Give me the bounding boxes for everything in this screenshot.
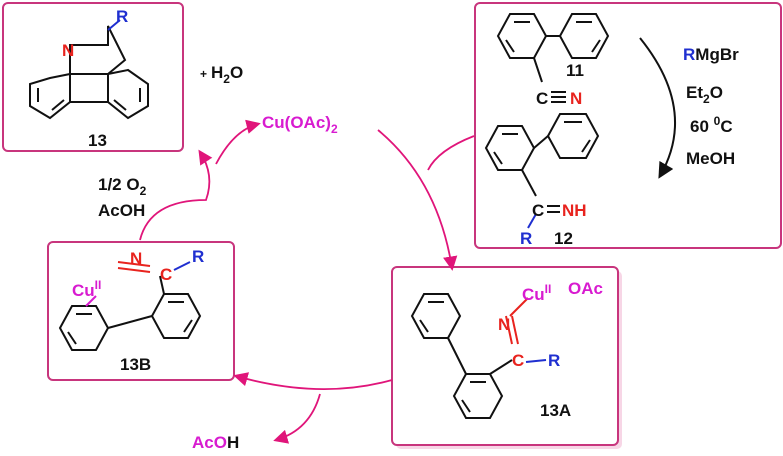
n-atom-13a: N xyxy=(498,315,510,334)
oac-13a: OAc xyxy=(568,279,603,298)
product-13-box xyxy=(2,2,184,152)
intermediate-13b-box xyxy=(47,241,235,381)
grignard-reagent: RMgBr xyxy=(683,45,739,64)
released-acoh: AcOH xyxy=(192,433,239,452)
cu-atom-13b: CuII xyxy=(72,278,101,300)
arrow-13-to-catalyst xyxy=(215,119,261,165)
n-atom-13: N xyxy=(62,41,74,60)
r-group-12: R xyxy=(520,229,532,248)
n-atom-13b: N xyxy=(130,249,142,268)
imine-nh-12: NH xyxy=(562,201,587,220)
c-atom-13b: C xyxy=(160,265,172,284)
nitrile-c-11: C xyxy=(536,89,548,108)
r-group-13a: R xyxy=(548,351,560,370)
grignard-arrow xyxy=(639,37,677,179)
triple-bond-11 xyxy=(551,91,566,103)
structure-13 xyxy=(29,19,149,120)
imine-12-box xyxy=(474,2,782,249)
structure-12 xyxy=(484,113,600,229)
structure-11 xyxy=(496,13,610,83)
oxidant-acoh: AcOH xyxy=(98,201,145,220)
quench-meoh: MeOH xyxy=(686,149,735,168)
oxidant-o2: 1/2 O2 xyxy=(98,175,147,198)
compound-label-12: 12 xyxy=(554,229,573,248)
plus-water: +H2O xyxy=(200,63,243,86)
temperature: 60 0C xyxy=(690,114,733,136)
c-atom-13a: C xyxy=(512,351,524,370)
compound-label-13b: 13B xyxy=(120,355,151,374)
structure-13a xyxy=(410,293,547,419)
arrow-13b-to-13 xyxy=(139,149,213,241)
arrow-12-into-cycle xyxy=(427,135,475,171)
r-group-13b: R xyxy=(192,247,204,266)
compound-label-13a: 13A xyxy=(540,401,571,420)
compound-label-11: 11 xyxy=(566,61,584,80)
arrow-acoh-release xyxy=(273,393,321,444)
intermediate-13a-box xyxy=(391,266,619,446)
nitrile-n-11: N xyxy=(570,89,582,108)
double-bond-12 xyxy=(547,205,560,213)
cu-atom-13a: CuII xyxy=(522,282,551,304)
arrow-catalyst-to-13a xyxy=(377,129,458,271)
solvent-et2o: Et2O xyxy=(686,83,723,106)
catalyst-cu-oac2: Cu(OAc)2 xyxy=(262,113,338,136)
arrow-13a-to-13b xyxy=(233,372,393,390)
structure-13b xyxy=(58,261,202,351)
imine-c-12: C xyxy=(532,201,544,220)
r-group-13: R xyxy=(116,7,128,26)
compound-label-13: 13 xyxy=(88,131,107,150)
